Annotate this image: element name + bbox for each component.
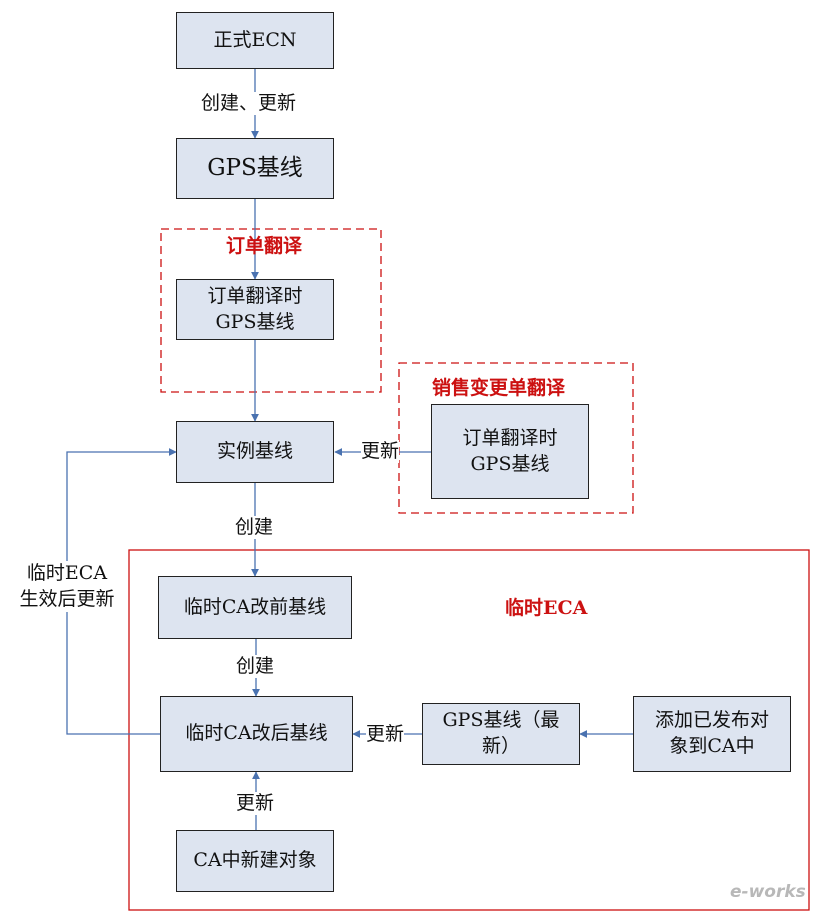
node-temp-ca-after: 临时CA改后基线 <box>160 696 353 772</box>
node-sales-change-gps: 订单翻译时 GPS基线 <box>431 404 589 499</box>
node-ca-new-object: CA中新建对象 <box>176 830 334 892</box>
group-title-sales-change: 销售变更单翻译 <box>432 377 566 399</box>
node-order-translate-gps: 订单翻译时 GPS基线 <box>176 279 334 340</box>
group-sales-change-frame <box>398 362 634 514</box>
node-gps-baseline: GPS基线 <box>176 138 334 199</box>
node-temp-ca-before: 临时CA改前基线 <box>158 576 352 639</box>
node-instance-baseline: 实例基线 <box>176 421 334 483</box>
edge-label-create-instance: 创建 <box>235 516 274 539</box>
group-title-temp-eca: 临时ECA <box>505 597 588 619</box>
group-title-order-translation: 订单翻译 <box>226 235 303 257</box>
edge-label-create-ca: 创建 <box>236 655 275 678</box>
node-formal-ecn: 正式ECN <box>176 12 334 69</box>
edge-label-update-latest: 更新 <box>366 723 405 746</box>
edge-label-update-new-object: 更新 <box>236 792 275 815</box>
group-temp-eca-frame <box>128 549 810 911</box>
group-order-translation-frame <box>160 228 382 393</box>
edge-label-temp-eca-effective: 临时ECA 生效后更新 <box>8 561 126 613</box>
node-add-published: 添加已发布对 象到CA中 <box>633 696 791 772</box>
node-gps-latest: GPS基线（最 新） <box>422 703 580 765</box>
watermark-logo: e-works <box>730 882 806 902</box>
edge-label-update-instance: 更新 <box>361 440 400 463</box>
edge-label-create-update: 创建、更新 <box>201 92 297 115</box>
